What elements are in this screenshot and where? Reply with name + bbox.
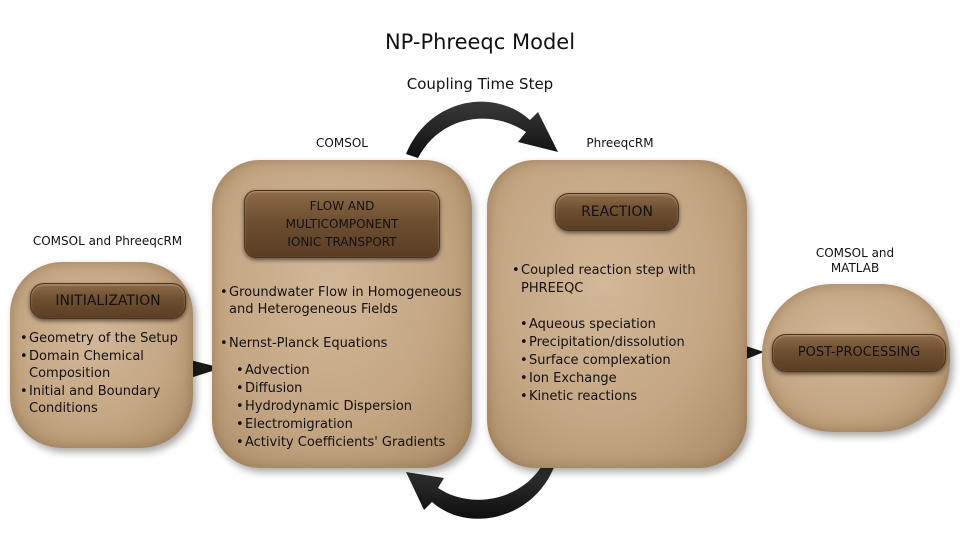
reaction-sub-precipitation-text: Precipitation/dissolution bbox=[529, 335, 685, 350]
post-processing-heading: POST-PROCESSING bbox=[772, 334, 946, 372]
reaction-sub-surface-text: Surface complexation bbox=[529, 353, 671, 368]
transport-sub-activity-text: Activity Coefficients' Gradients bbox=[245, 435, 446, 450]
coupling-arrow-backward bbox=[406, 458, 556, 519]
init-to-transport-arrow bbox=[190, 360, 222, 378]
reaction-tool-label: PhreeqcRM bbox=[586, 136, 654, 150]
init-item-chemical: •Domain Chemical bbox=[20, 349, 144, 364]
reaction-item-phreeqc: PHREEQC bbox=[521, 281, 584, 296]
transport-sub-advection-text: Advection bbox=[245, 363, 310, 378]
transport-tool-label: COMSOL bbox=[316, 136, 368, 150]
coupling-time-step-label: Coupling Time Step bbox=[406, 75, 554, 93]
transport-sub-dispersion-text: Hydrodynamic Dispersion bbox=[245, 399, 413, 414]
transport-sub-diffusion-text: Diffusion bbox=[245, 381, 303, 396]
post-tool-line-2: MATLAB bbox=[830, 261, 880, 275]
init-item-composition: Composition bbox=[29, 366, 111, 381]
reaction-sub-aqueous: •Aqueous speciation bbox=[520, 317, 656, 332]
init-item-chemical-text: Domain Chemical bbox=[29, 349, 144, 364]
transport-item-groundwater: •Groundwater Flow in Homogeneous bbox=[220, 285, 462, 300]
post-tool-line-1: COMSOL and bbox=[815, 246, 895, 260]
init-item-boundary-text: Initial and Boundary bbox=[29, 384, 161, 399]
transport-item-nernst-planck: •Nernst-Planck Equations bbox=[220, 336, 388, 351]
init-item-conditions: Conditions bbox=[29, 401, 98, 416]
reaction-item-coupled-text: Coupled reaction step with bbox=[521, 263, 696, 278]
transport-sub-electromigration: •Electromigration bbox=[236, 417, 353, 432]
reaction-sub-kinetic-text: Kinetic reactions bbox=[529, 389, 638, 404]
init-tool-label: COMSOL and PhreeqcRM bbox=[32, 234, 183, 248]
transport-sub-advection: •Advection bbox=[236, 363, 310, 378]
transport-sub-diffusion: •Diffusion bbox=[236, 381, 303, 396]
reaction-sub-precipitation: •Precipitation/dissolution bbox=[520, 335, 685, 350]
transport-sub-electromigration-text: Electromigration bbox=[245, 417, 353, 432]
init-item-geometry-text: Geometry of the Setup bbox=[29, 331, 178, 346]
init-item-geometry: •Geometry of the Setup bbox=[20, 331, 178, 346]
transport-sub-activity: •Activity Coefficients' Gradients bbox=[236, 435, 446, 450]
transport-item-groundwater-text: Groundwater Flow in Homogeneous bbox=[229, 285, 462, 300]
initialization-heading-text: INITIALIZATION bbox=[55, 293, 161, 309]
reaction-heading: REACTION bbox=[555, 193, 679, 231]
reaction-sub-ion-exchange-text: Ion Exchange bbox=[529, 371, 617, 386]
initialization-heading: INITIALIZATION bbox=[30, 283, 186, 319]
transport-item-nernst-planck-text: Nernst-Planck Equations bbox=[229, 336, 388, 351]
diagram-title: NP-Phreeqc Model bbox=[384, 30, 576, 54]
post-processing-heading-text: POST-PROCESSING bbox=[797, 345, 921, 360]
transport-heading-line-2: MULTICOMPONENT bbox=[285, 217, 399, 231]
reaction-item-coupled: •Coupled reaction step with bbox=[512, 263, 696, 278]
init-item-boundary: •Initial and Boundary bbox=[20, 384, 161, 399]
reaction-heading-text: REACTION bbox=[581, 204, 653, 220]
transport-heading-line-3: IONIC TRANSPORT bbox=[287, 235, 397, 249]
transport-sub-dispersion: •Hydrodynamic Dispersion bbox=[236, 399, 413, 414]
reaction-sub-aqueous-text: Aqueous speciation bbox=[529, 317, 656, 332]
reaction-sub-kinetic: •Kinetic reactions bbox=[520, 389, 638, 404]
reaction-sub-ion-exchange: •Ion Exchange bbox=[520, 371, 617, 386]
transport-heading: FLOW AND MULTICOMPONENT IONIC TRANSPORT bbox=[244, 190, 440, 258]
transport-item-heterogeneous: and Heterogeneous Fields bbox=[229, 302, 398, 317]
reaction-sub-surface: •Surface complexation bbox=[520, 353, 671, 368]
transport-heading-line-1: FLOW AND bbox=[309, 199, 375, 213]
post-tool-label: COMSOL and MATLAB bbox=[800, 246, 910, 276]
coupling-arrow-forward bbox=[406, 101, 558, 158]
